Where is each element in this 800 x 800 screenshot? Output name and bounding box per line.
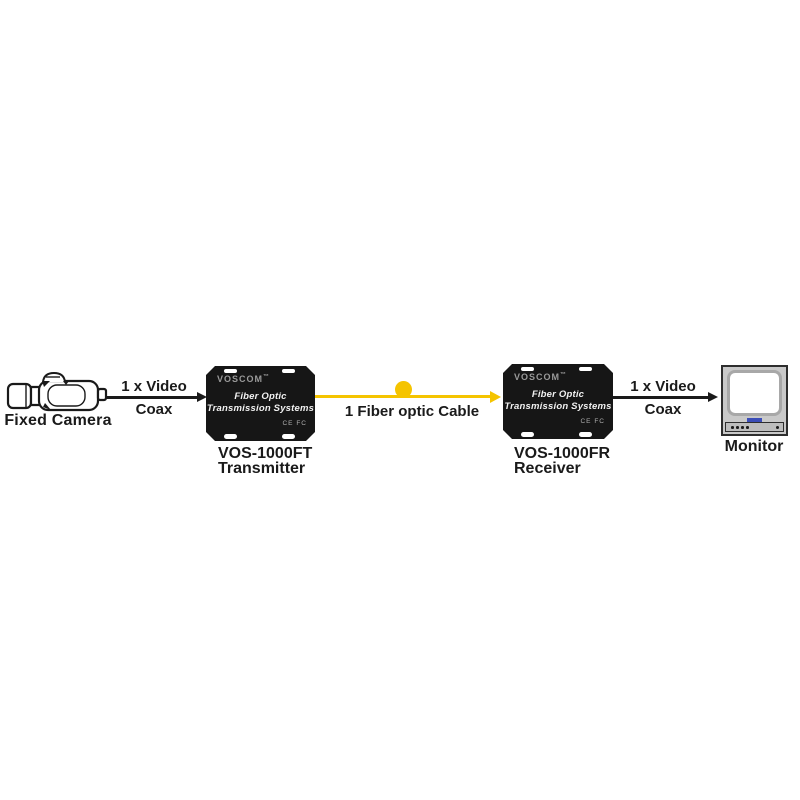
fiber-label: 1 Fiber optic Cable [344,403,480,420]
mounting-slot [579,367,592,372]
coax-left-line [106,396,198,399]
transmitter-role: Transmitter [218,460,306,477]
transmitter-model: VOS-1000FT [218,445,313,462]
coax-left-label-top: 1 x Video [121,378,187,395]
monitor-control-dot [731,426,734,429]
mounting-slot [282,434,295,439]
device-tagline-2: Transmission Systems [504,401,612,412]
device-tagline-1: Fiber Optic [234,391,287,402]
coax-right-label-top: 1 x Video [630,378,696,395]
right-arrow-icon [708,392,718,402]
mounting-slot [282,369,295,374]
camera-icon [6,371,108,412]
right-arrow-icon [197,392,207,402]
coax-right-line [613,396,709,399]
monitor-label: Monitor [724,438,784,455]
certification-marks: CE FC [282,420,307,427]
mounting-slot [579,432,592,437]
monitor-brand-strip [747,418,762,422]
brand-logo: VOSCOM™ [217,374,271,384]
trademark-symbol: ™ [263,374,271,380]
fiber-arrow-icon [490,390,501,403]
mounting-slot [521,432,534,437]
mounting-slot [224,369,237,374]
monitor-control-dot [746,426,749,429]
monitor-icon [721,365,788,436]
transmitter-device: VOSCOM™ Fiber Optic Transmission Systems… [206,366,315,441]
receiver-role: Receiver [514,460,581,477]
monitor-control-dot [736,426,739,429]
receiver-model: VOS-1000FR [514,445,611,462]
brand-logo: VOSCOM™ [514,372,568,382]
monitor-power-button [775,425,779,429]
mounting-slot [521,367,534,372]
mounting-slot [224,434,237,439]
camera-label: Fixed Camera [4,412,112,429]
coax-right-label-bottom: Coax [644,401,682,418]
monitor-control-bar [725,422,784,432]
monitor-control-dot [741,426,744,429]
device-tagline-2: Transmission Systems [206,403,315,414]
fiber-dot-icon [395,381,412,398]
monitor-screen [727,370,782,416]
coax-left-label-bottom: Coax [135,401,173,418]
receiver-device: VOSCOM™ Fiber Optic Transmission Systems… [503,364,613,439]
device-tagline-1: Fiber Optic [531,389,585,400]
certification-marks: CE FC [580,418,605,425]
trademark-symbol: ™ [560,372,568,378]
